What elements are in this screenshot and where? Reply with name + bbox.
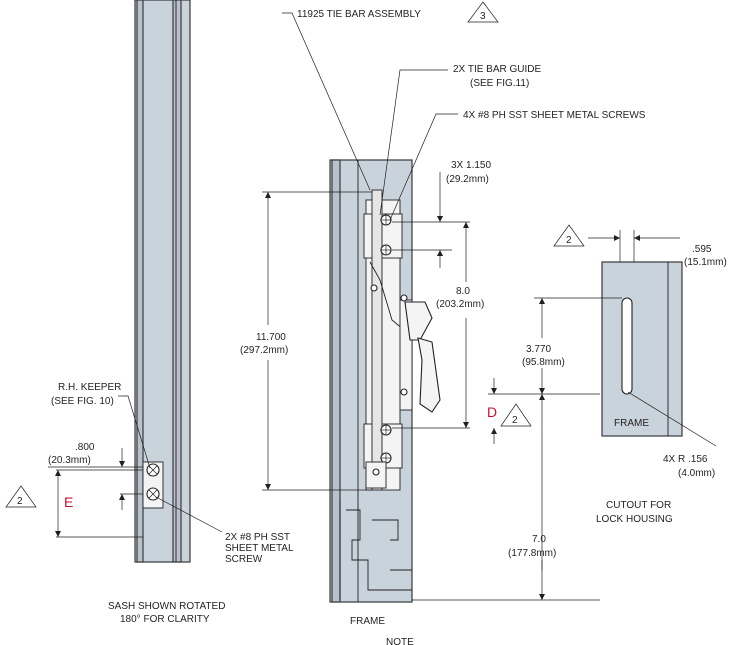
lock-handle [417,337,441,413]
rh-keeper-leader [118,395,151,469]
radius-label-2: (4.0mm) [678,468,715,479]
triangle-2-e-text: 2 [17,496,23,507]
triangle-2-595 [553,224,585,247]
tie-bar-guide-label-2: (SEE FIG.11) [470,78,529,89]
screw-2x-leader [155,496,223,533]
dim-7-mm: (177.8mm) [508,548,556,559]
sash-caption-2: 180° FOR CLARITY [120,614,210,625]
dim-800-in: .800 [75,442,95,453]
dim-1150-mm: (29.2mm) [446,174,489,185]
dim-d-letter: D [487,404,497,420]
dim-11700-mm: (297.2mm) [240,345,288,356]
dim-595-mm: (15.1mm) [684,257,727,268]
screw-2x-label-1: 2X #8 PH SST [225,532,290,543]
dim-8-in: 8.0 [456,286,470,297]
frame-screw-1 [380,214,392,226]
dim-800-mm: (20.3mm) [48,455,91,466]
rh-keeper-label-1: R.H. KEEPER [58,382,121,393]
dim-1150-in: 3X 1.150 [451,160,491,171]
triangle-2-d-text: 2 [512,415,518,426]
frame-caption: FRAME [350,616,385,627]
triangle-2-e [5,485,37,508]
screws-4x-leader [389,113,458,221]
screw-2x-label-2: SHEET METAL [225,543,294,554]
dim-7-in: 7.0 [532,534,546,545]
tie-bar-assembly-leader [282,12,371,191]
rh-keeper-label-2: (SEE FIG. 10) [51,396,114,407]
tie-bar-assembly-label: 11925 TIE BAR ASSEMBLY [297,9,421,20]
triangle-3 [467,1,499,23]
dim-595-in: .595 [692,244,712,255]
tie-bar-guide-leader [379,69,448,216]
tie-bar-guide-label-1: 2X TIE BAR GUIDE [453,64,542,75]
lock-cam [404,301,433,341]
frame-rib [331,159,341,603]
frame-screw-2 [380,244,392,256]
sash-profile [134,0,191,563]
tie-bar [371,189,383,491]
lock-cutout-slot [621,297,633,395]
frame-profile [329,159,441,603]
sash-caption-1: SASH SHOWN ROTATED [108,601,225,612]
triangle-2-595-text: 2 [566,235,572,246]
dim-e-letter: E [64,494,73,510]
screws-4x-label: 4X #8 PH SST SHEET METAL SCREWS [463,110,646,121]
frame-cutout-profile [601,261,683,437]
sash-rib-inner [136,0,144,563]
cutout-frame-label: FRAME [614,418,649,429]
dim-3770-in: 3.770 [526,344,551,355]
dim-8-mm: (203.2mm) [436,299,484,310]
tie-bar-link [369,261,405,331]
radius-label-1: 4X R .156 [663,454,708,465]
dim-11700-in: 11.700 [256,332,286,343]
radius-leader [627,391,717,447]
screw-2x-label-3: SCREW [225,554,263,565]
cutout-caption-1: CUTOUT FOR [606,500,671,511]
triangle-3-text: 3 [480,11,486,22]
cutout-caption-2: LOCK HOUSING [596,514,673,525]
triangle-2-d [500,403,532,427]
sash-rib-outer [172,0,182,563]
frame-screw-3 [380,424,392,436]
dim-3770-mm: (95.8mm) [522,357,565,368]
cutout-frame-body [601,261,683,437]
note-fragment: NOTE [386,637,414,645]
